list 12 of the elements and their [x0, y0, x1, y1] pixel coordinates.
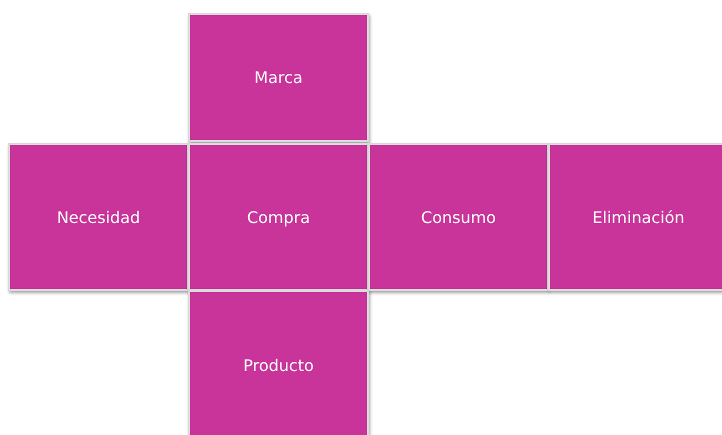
box-label: Eliminación [592, 208, 685, 226]
box-label: Compra [246, 208, 310, 226]
stage-box [188, 143, 369, 291]
stage-box [548, 143, 722, 291]
stage-box [188, 13, 369, 142]
box-label: Necesidad [56, 208, 140, 226]
box-label: Consumo [421, 208, 496, 226]
box-label: Producto [243, 356, 314, 374]
stage-box [368, 143, 549, 291]
box-label: Marca [254, 68, 303, 87]
stage-box [8, 143, 189, 291]
stage-box [188, 290, 369, 435]
